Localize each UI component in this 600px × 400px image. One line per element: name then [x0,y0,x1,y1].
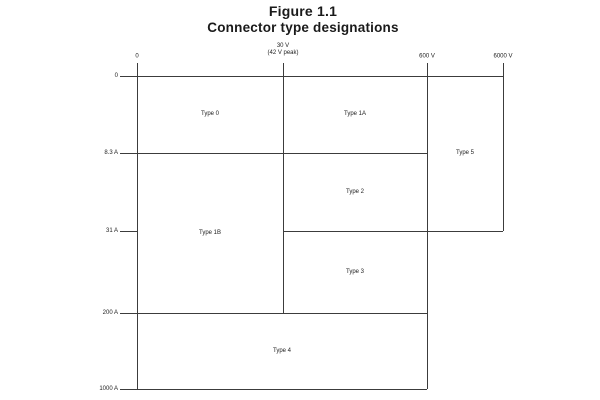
region-label-type-3: Type 3 [345,269,365,275]
x-tick-label-30v-peak: (42 V peak) [267,50,299,56]
y-tick-label-1000a: 1000 A [99,386,118,392]
grid-line-current-8-3a [120,153,427,154]
x-tick-label-600v: 600 V [419,53,435,60]
figure-subtitle: Connector type designations [207,20,399,35]
y-tick-label-8-3a: 8.3 A [104,150,118,156]
x-tick-label-30v: 30 V (42 V peak) [267,43,298,57]
grid-line-voltage-0v [137,63,138,389]
grid-line-current-200a [120,313,427,314]
y-tick-label-0a: 0 [114,73,118,79]
x-tick-label-6000v: 6000 V [493,53,513,60]
region-label-type-1b: Type 1B [198,230,222,236]
grid-line-current-31a [283,231,503,232]
grid-line-voltage-6000v [503,63,504,231]
x-tick-label-30v-main: 30 V [276,43,290,49]
x-tick-label-0v: 0 [135,53,139,60]
tick-current-31a [120,231,138,232]
region-label-type-1a: Type 1A [343,111,367,117]
grid-line-current-1000a [120,389,427,390]
region-label-type-4: Type 4 [272,348,292,354]
y-tick-label-200a: 200 A [102,310,118,316]
grid-line-voltage-600v [427,63,428,389]
region-label-type-0: Type 0 [200,111,220,117]
region-label-type-2: Type 2 [345,189,365,195]
y-tick-label-31a: 31 A [105,228,118,234]
grid-line-current-0a [120,76,503,77]
region-label-type-5: Type 5 [455,150,475,156]
figure-title: Figure 1.1 [268,3,338,19]
grid-line-voltage-30v [283,63,284,313]
